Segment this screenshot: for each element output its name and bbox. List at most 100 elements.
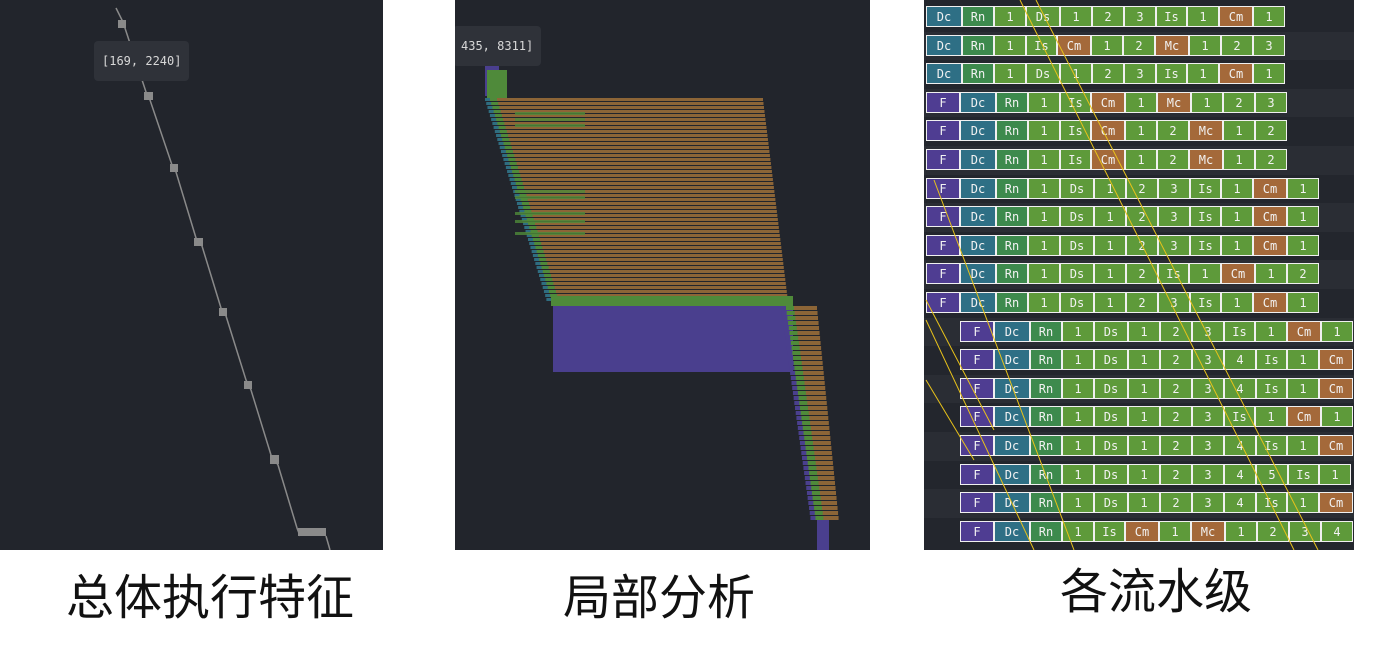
stage-cell: 2	[1157, 149, 1189, 170]
stage-cell: 2	[1126, 292, 1158, 313]
stage-cell: 1	[1287, 177, 1319, 199]
tail-orange	[810, 431, 830, 435]
stage-cell: 1	[1028, 206, 1060, 228]
bar-green	[544, 278, 553, 281]
bar-teal	[489, 114, 495, 117]
bar-teal	[486, 102, 492, 105]
tail-orange	[819, 496, 837, 500]
stage-cell: Rn	[996, 91, 1028, 113]
bar-orange	[546, 266, 784, 269]
stage-cell: F	[926, 263, 960, 285]
stage-cell: F	[926, 206, 960, 228]
stage-cell: 1	[1128, 320, 1160, 342]
stage-cell: 2	[1160, 492, 1192, 514]
stage-cell: Dc	[960, 149, 996, 170]
stage-cell: Cm	[1091, 120, 1125, 142]
bar-teal	[488, 110, 494, 113]
bar-green	[536, 254, 545, 257]
trace-step	[298, 528, 326, 536]
local-analysis-panel[interactable]: 435, 8311]	[455, 0, 870, 550]
bar-green	[493, 114, 502, 117]
stage-cell: Is	[1156, 63, 1187, 85]
bar-teal	[529, 242, 535, 245]
bar-orange	[533, 222, 779, 225]
stage-cell: 2	[1160, 435, 1192, 456]
bar-green	[498, 130, 507, 133]
stage-cell: 1	[1255, 263, 1287, 285]
stage-cell: 1	[1223, 120, 1255, 142]
stage-cell: Is	[1190, 206, 1221, 228]
stage-cell: 2	[1160, 406, 1192, 428]
stage-cell: Cm	[1091, 91, 1125, 113]
stage-cell: Rn	[962, 34, 994, 56]
stage-cell: 1	[1125, 149, 1157, 170]
tail-end	[817, 520, 829, 550]
bar-teal	[536, 266, 542, 269]
stage-cell: 1	[1187, 63, 1219, 85]
stage-cell: F	[926, 120, 960, 142]
overall-trace-panel[interactable]: [169, 2240]	[0, 0, 383, 550]
bar-teal	[521, 218, 527, 221]
stage-cell: 1	[1255, 406, 1287, 428]
bar-teal	[499, 146, 505, 149]
stage-cell: 2	[1126, 234, 1158, 256]
tail-orange	[821, 511, 839, 515]
bar-teal	[507, 170, 513, 173]
tail-green	[813, 506, 823, 510]
tail-purple	[794, 401, 800, 405]
stage-cell: 1	[1062, 492, 1094, 514]
bar-orange	[509, 146, 769, 149]
stage-cell: 2	[1160, 463, 1192, 485]
tail-green	[804, 446, 814, 450]
stage-cell: 4	[1321, 520, 1353, 542]
tail-orange	[804, 386, 826, 390]
stage-cell: Dc	[926, 34, 962, 56]
bar-green	[541, 270, 550, 273]
bar-green	[549, 294, 558, 297]
tail-purple	[793, 396, 799, 400]
tail-orange	[795, 326, 820, 330]
bar-orange	[506, 134, 768, 137]
stage-cell: Cm	[1253, 234, 1287, 256]
stage-cell: Rn	[996, 234, 1028, 256]
stage-cell: 4	[1224, 435, 1256, 456]
stage-cell: 3	[1158, 177, 1190, 199]
stage-cell: Dc	[926, 6, 962, 27]
tail-orange	[815, 466, 834, 470]
stage-cell: 1	[1221, 234, 1253, 256]
tail-green	[801, 421, 811, 425]
stage-cell: Ds	[1094, 349, 1128, 371]
bar-teal	[519, 210, 525, 213]
tail-green	[796, 386, 806, 390]
stage-cell: 1	[1028, 234, 1060, 256]
bar-orange	[545, 262, 784, 265]
stage-cell: Rn	[1030, 349, 1062, 371]
stage-cell: 3	[1255, 91, 1287, 113]
bar-orange	[540, 246, 782, 249]
tail-orange	[816, 471, 834, 475]
stage-cell: Cm	[1319, 349, 1353, 371]
stage-cell: Is	[1256, 435, 1287, 456]
bar-teal	[505, 166, 511, 169]
stage-cell: Dc	[994, 463, 1030, 485]
stage-cell: Is	[1288, 463, 1319, 485]
stage-cell: 2	[1221, 34, 1253, 56]
overall-trace-plot	[115, 7, 331, 550]
stage-cell: 1	[1028, 263, 1060, 285]
stage-cell: 1	[1062, 463, 1094, 485]
bar-orange	[501, 118, 766, 121]
stage-cell: Ds	[1094, 320, 1128, 342]
tail-orange	[808, 416, 829, 420]
tail-green	[795, 381, 805, 385]
stage-cell: F	[926, 149, 960, 170]
bar-orange	[510, 150, 770, 153]
bar-green	[524, 214, 533, 217]
bar-teal	[516, 202, 522, 205]
tail-purple	[792, 391, 798, 395]
bar-green	[527, 222, 536, 225]
tail-purple	[807, 496, 813, 500]
tail-green	[798, 401, 808, 405]
stage-cell: 2	[1287, 263, 1319, 285]
bar-orange	[497, 106, 764, 109]
